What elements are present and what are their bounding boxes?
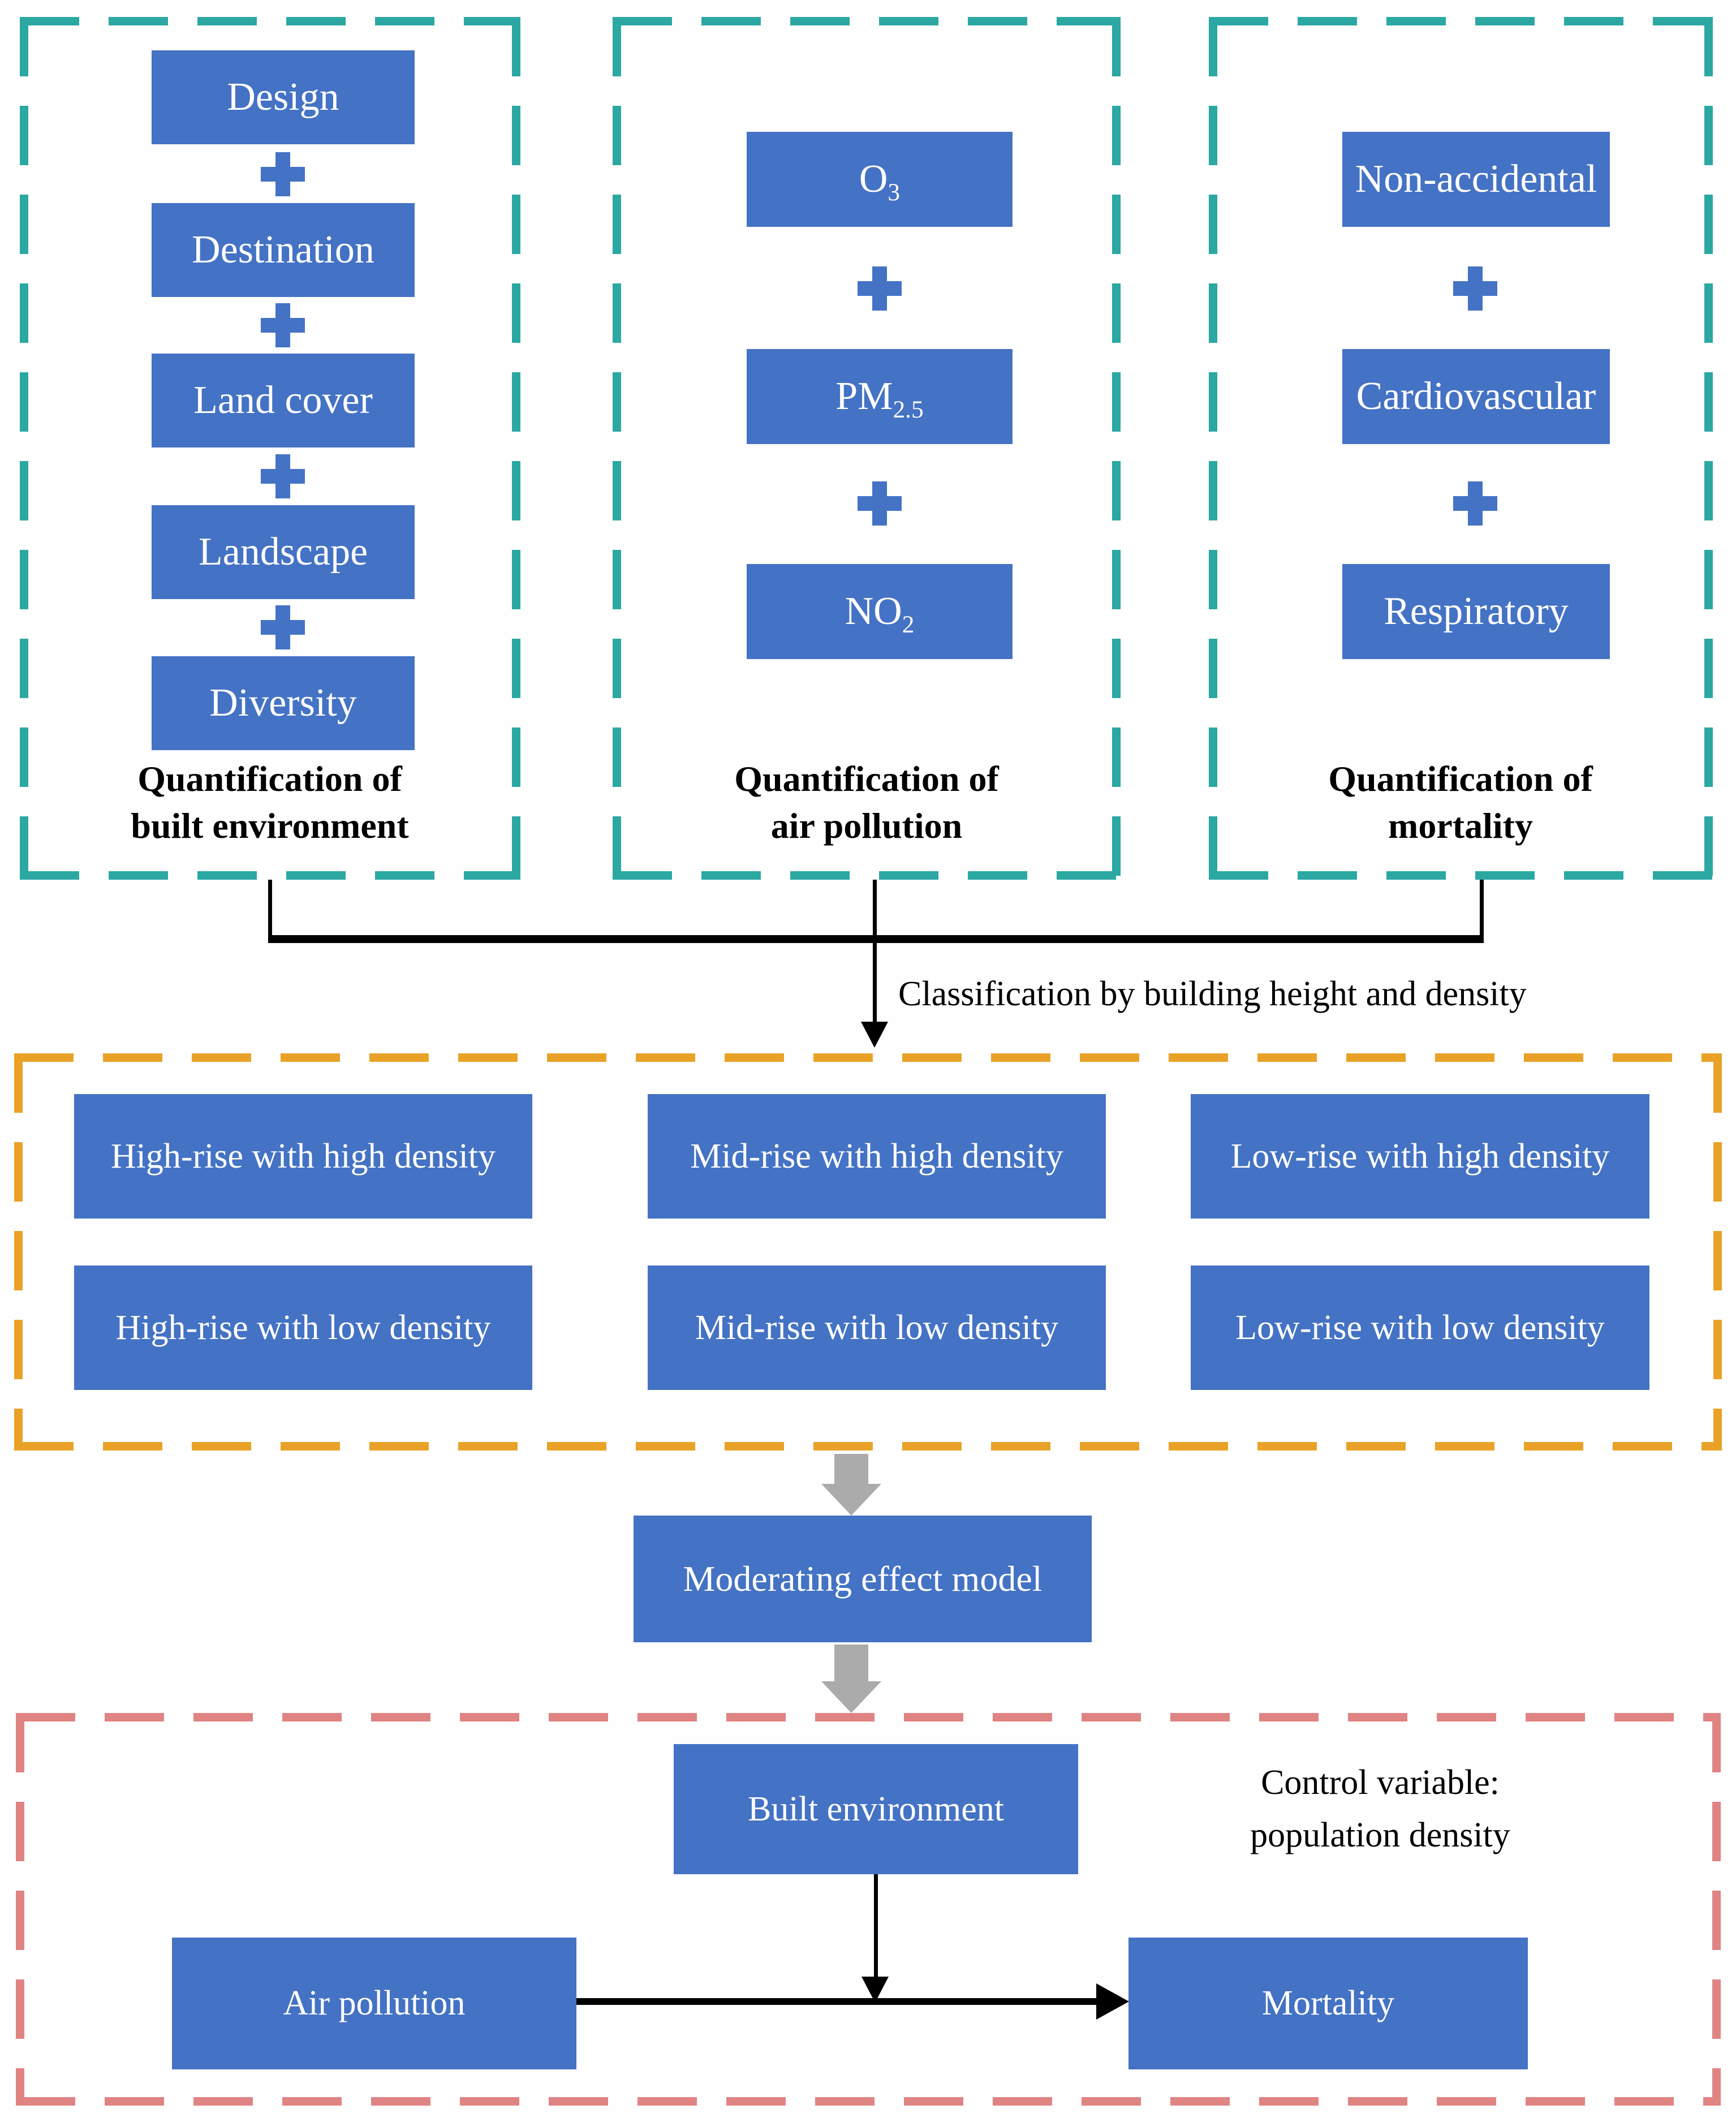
node-label: Diversity (209, 681, 357, 725)
built-environment-group-label: Quantification of built environment (131, 759, 409, 846)
node-label: Destination (192, 228, 374, 272)
plus-icon (1453, 266, 1497, 311)
node-moderating-effect-model: Moderating effect model (634, 1516, 1092, 1642)
built-environment-group-frame (20, 17, 520, 880)
classification-label: Classification by building height and de… (898, 975, 1527, 1013)
node-diversity: Diversity (152, 656, 415, 750)
node-air-pollution: Air pollution (172, 1938, 576, 2069)
node-label: Non-accidental (1355, 157, 1597, 201)
gray-arrowhead-icon (821, 1484, 881, 1516)
node-mid-rise-high-density: Mid-rise with high density (648, 1094, 1106, 1219)
node-destination: Destination (152, 203, 415, 297)
node-mortality: Mortality (1128, 1938, 1528, 2069)
plus-icon (858, 266, 902, 311)
gray-arrow-icon (834, 1454, 868, 1485)
node-land-cover: Land cover (152, 354, 415, 447)
arrow-right-icon (1096, 1983, 1129, 2020)
node-pm25: PM2.5 (747, 349, 1013, 444)
node-high-rise-high-density: High-rise with high density (74, 1094, 532, 1219)
node-label: Landscape (198, 530, 368, 574)
plus-icon (261, 605, 305, 649)
node-low-rise-low-density: Low-rise with low density (1191, 1266, 1649, 1390)
arrow-down-icon (861, 1022, 888, 1048)
plus-icon (261, 303, 305, 347)
node-no2: NO2 (747, 564, 1013, 659)
node-label: Design (227, 75, 339, 119)
air-pollution-to-mortality-arrow (576, 1998, 1100, 2005)
connector-left-vline (268, 880, 272, 939)
node-label: O3 (859, 157, 901, 206)
node-low-rise-high-density: Low-rise with high density (1191, 1094, 1649, 1219)
node-built-environment: Built environment (674, 1744, 1078, 1874)
built-environment-arrow (874, 1874, 878, 1979)
node-label: PM2.5 (835, 375, 924, 423)
node-design: Design (152, 50, 415, 144)
gray-arrow-icon (834, 1645, 868, 1682)
node-high-rise-low-density: High-rise with low density (74, 1266, 532, 1390)
air-pollution-group-label: Quantification of air pollution (734, 759, 999, 846)
control-variable-label: Control variable: population density (1250, 1763, 1510, 1854)
node-mid-rise-low-density: Mid-rise with low density (648, 1266, 1106, 1390)
node-label: Land cover (193, 378, 373, 422)
mortality-group-label: Quantification of mortality (1328, 759, 1593, 846)
node-label: NO2 (845, 589, 915, 638)
gray-arrowhead-icon (821, 1681, 881, 1713)
node-landscape: Landscape (152, 505, 415, 599)
connector-right-vline (1480, 880, 1484, 939)
node-non-accidental: Non-accidental (1342, 132, 1610, 227)
connector-center-vline (873, 880, 877, 1025)
node-respiratory: Respiratory (1342, 564, 1610, 659)
node-label: Cardiovascular (1356, 375, 1596, 418)
plus-icon (858, 481, 902, 526)
node-label: Respiratory (1384, 589, 1569, 633)
plus-icon (1453, 481, 1497, 526)
plus-icon (261, 454, 305, 498)
plus-icon (261, 152, 305, 196)
node-cardiovascular: Cardiovascular (1342, 349, 1610, 444)
node-o3: O3 (747, 132, 1013, 227)
